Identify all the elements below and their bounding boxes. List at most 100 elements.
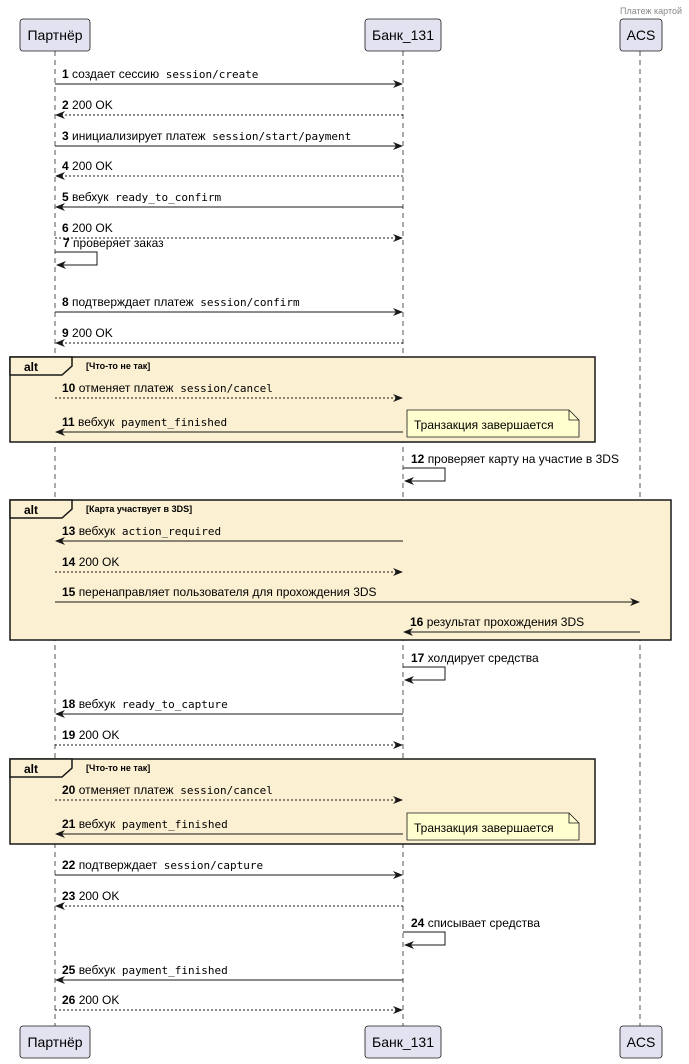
message-label: 5 вебхук ready_to_confirm — [62, 190, 221, 204]
message-number: 15 — [62, 585, 79, 599]
message-label: 14 200 OK — [62, 555, 119, 569]
diagram-title: Платеж картой — [620, 6, 682, 16]
message-number: 19 — [62, 728, 79, 742]
message-label: 18 вебхук ready_to_capture — [62, 697, 228, 711]
message-label: 6 200 OK — [62, 221, 113, 235]
message-17: 17 холдирует средства — [403, 651, 539, 684]
note-2: Транзакция завершается — [406, 812, 580, 841]
note-text: Транзакция завершается — [414, 418, 554, 432]
message-text: вебхук — [79, 817, 116, 831]
message-code: action_required — [115, 525, 221, 538]
message-label: 24 списывает средства — [411, 916, 540, 930]
message-number: 23 — [62, 889, 79, 903]
alt-keyword: alt — [24, 503, 38, 517]
message-25: 25 вебхук payment_finished — [55, 963, 403, 984]
message-code: session/cancel — [174, 784, 273, 797]
message-text: вебхук — [79, 963, 116, 977]
message-number: 2 — [62, 98, 72, 112]
message-code: session/cancel — [174, 382, 273, 395]
message-label: 25 вебхук payment_finished — [62, 963, 228, 977]
message-11: 11 вебхук payment_finished — [55, 415, 403, 436]
message-number: 11 — [62, 415, 78, 429]
message-number: 22 — [62, 858, 79, 872]
message-number: 25 — [62, 963, 79, 977]
message-9: 9 200 OK — [55, 326, 403, 347]
note-text: Транзакция завершается — [414, 821, 554, 835]
message-number: 8 — [62, 295, 72, 309]
message-label: 23 200 OK — [62, 889, 119, 903]
participant-label: Партнёр — [27, 27, 82, 43]
message-text: 200 OK — [72, 326, 113, 340]
alt-condition: [Что-то не так] — [86, 763, 150, 773]
message-label: 8 подтверждает платеж session/confirm — [62, 295, 300, 309]
messages: 1 создает сессию session/create 2 200 OK 3… — [55, 67, 640, 1014]
participant-bank-bottom: Банк_131 — [364, 1025, 442, 1059]
message-text: подтверждает — [79, 858, 158, 872]
participant-partner-bottom: Партнёр — [19, 1025, 91, 1059]
message-number: 9 — [62, 326, 72, 340]
message-6: 6 200 OK — [55, 221, 403, 242]
alt-group-2: alt [Карта участвует в 3DS] — [9, 499, 672, 641]
message-15: 15 перенаправляет пользователя для прохо… — [55, 585, 640, 606]
message-number: 17 — [411, 651, 428, 665]
message-code: ready_to_confirm — [109, 191, 222, 204]
message-7: 7 проверяет заказ — [55, 236, 164, 269]
message-code: session/confirm — [194, 296, 300, 309]
message-label: 10 отменяет платеж session/cancel — [62, 381, 273, 395]
message-21: 21 вебхук payment_finished — [55, 817, 403, 838]
message-23: 23 200 OK — [55, 889, 403, 910]
message-number: 18 — [62, 697, 79, 711]
message-text: вебхук — [78, 415, 115, 429]
message-18: 18 вебхук ready_to_capture — [55, 697, 403, 718]
message-code: ready_to_capture — [115, 698, 228, 711]
message-code: session/create — [159, 68, 258, 81]
message-text: вебхук — [72, 190, 109, 204]
alt-condition: [Карта участвует в 3DS] — [86, 504, 192, 514]
message-label: 15 перенаправляет пользователя для прохо… — [62, 585, 377, 599]
message-text: 200 OK — [79, 555, 120, 569]
message-number: 20 — [62, 783, 79, 797]
message-3: 3 инициализирует платеж session/start/pa… — [55, 129, 403, 150]
message-code: payment_finished — [115, 964, 228, 977]
message-1: 1 создает сессию session/create — [55, 67, 403, 88]
message-16: 16 результат прохождения 3DS — [403, 615, 640, 636]
message-text: 200 OK — [72, 159, 113, 173]
message-number: 21 — [62, 817, 79, 831]
participant-label: Партнёр — [27, 1034, 82, 1050]
message-label: 12 проверяет карту на участие в 3DS — [411, 452, 619, 466]
message-arrow — [403, 666, 446, 684]
message-number: 13 — [62, 524, 79, 538]
message-text: проверяет карту на участие в 3DS — [428, 452, 619, 466]
message-text: результат прохождения 3DS — [427, 615, 584, 629]
message-code: payment_finished — [115, 818, 228, 831]
message-19: 19 200 OK — [55, 728, 403, 749]
message-14: 14 200 OK — [55, 555, 403, 576]
message-label: 7 проверяет заказ — [63, 236, 164, 250]
message-arrow — [55, 251, 98, 269]
message-number: 16 — [410, 615, 427, 629]
message-label: 19 200 OK — [62, 728, 119, 742]
message-text: подтверждает платеж — [72, 295, 194, 309]
message-code: payment_finished — [115, 416, 228, 429]
message-code: session/start/payment — [206, 130, 352, 143]
message-text: 200 OK — [79, 728, 120, 742]
message-10: 10 отменяет платеж session/cancel — [55, 381, 403, 402]
message-label: 1 создает сессию session/create — [62, 67, 258, 81]
message-number: 24 — [411, 916, 428, 930]
message-24: 24 списывает средства — [403, 916, 540, 949]
message-text: 200 OK — [79, 889, 120, 903]
message-label: 21 вебхук payment_finished — [62, 817, 228, 831]
message-number: 10 — [62, 381, 79, 395]
message-label: 16 результат прохождения 3DS — [410, 615, 584, 629]
message-text: холдирует средства — [428, 651, 539, 665]
message-text: 200 OK — [72, 221, 113, 235]
message-number: 4 — [62, 159, 72, 173]
message-2: 2 200 OK — [55, 98, 403, 119]
note-1: Транзакция завершается — [406, 409, 580, 438]
participant-label: Банк_131 — [372, 27, 434, 43]
message-label: 20 отменяет платеж session/cancel — [62, 783, 273, 797]
message-number: 5 — [62, 190, 72, 204]
alt-keyword: alt — [24, 762, 38, 776]
message-arrow — [403, 467, 446, 485]
participant-label: ACS — [627, 1034, 656, 1050]
